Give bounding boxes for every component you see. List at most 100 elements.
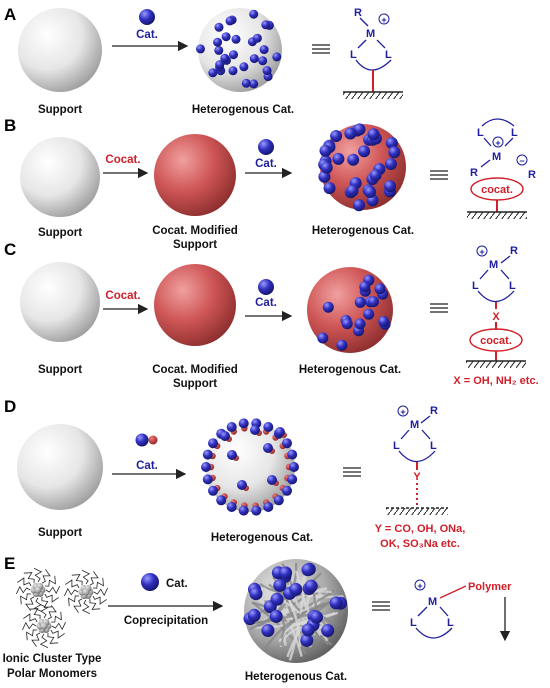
result-label: Heterogenous Cat. xyxy=(211,532,313,544)
anion-charge-icon xyxy=(516,154,528,166)
linker-note-1: Y = CO, OH, ONa, xyxy=(375,523,466,535)
catalyst-sphere-icon xyxy=(258,279,274,295)
result-label: Heterogenous Cat. xyxy=(312,225,414,237)
catalyst-dot xyxy=(238,505,249,516)
catalyst-dot xyxy=(263,502,274,512)
catalyst-dot xyxy=(202,449,213,460)
catalyst-dot xyxy=(201,462,211,472)
catalyst-dot xyxy=(208,68,218,78)
panel-c-letter: C xyxy=(4,240,16,259)
panel-a-letter: A xyxy=(4,5,16,24)
cocat-modified-sphere xyxy=(154,264,236,346)
catalyst-dot xyxy=(228,66,238,76)
cation-charge-icon xyxy=(397,405,409,417)
metal-label: M xyxy=(366,28,375,40)
catalyst-dot xyxy=(322,301,334,313)
ionic-cluster-monomers-icon xyxy=(16,568,108,648)
catalyst-dot xyxy=(251,505,262,516)
modified-label-1: Cocat. Modified xyxy=(152,225,238,237)
catalyst-dot xyxy=(318,170,331,183)
catalyst-dot xyxy=(344,127,357,140)
cation-charge-icon xyxy=(414,579,426,591)
heterogenous-cat-sphere xyxy=(205,422,295,512)
panel-e: E Ionic Cluster Type Polar Monomers Cat.… xyxy=(3,554,513,683)
catalyst-dot xyxy=(323,182,336,195)
result-label: Heterogenous Cat. xyxy=(192,104,294,116)
cat-label: Cat. xyxy=(255,297,277,309)
catalyst-dot xyxy=(282,485,292,496)
monomers-label-2: Polar Monomers xyxy=(7,668,97,680)
catalyst-dot xyxy=(196,44,205,54)
catalyst-dot xyxy=(249,9,259,19)
catalyst-dot xyxy=(369,169,382,182)
catalyst-dot xyxy=(208,438,218,449)
catalyst-dot xyxy=(249,79,259,89)
catalyst-dot xyxy=(374,283,386,295)
catalyst-dots xyxy=(318,123,401,212)
complex-structure-d: + R M L L Y Y = CO, OH, ONa, OK, SO₃Na e… xyxy=(375,405,466,550)
support-sphere xyxy=(17,424,103,510)
panel-e-letter: E xyxy=(4,554,15,573)
cation-charge-icon xyxy=(492,136,504,148)
polymer-label: Polymer xyxy=(468,581,512,593)
catalyst-dot xyxy=(226,422,237,432)
catalyst-dots xyxy=(196,9,282,89)
catalyst-dot xyxy=(261,20,271,30)
cat-label: Cat. xyxy=(136,460,158,472)
catalyst-dot xyxy=(220,431,230,441)
svg-text:M: M xyxy=(489,259,498,271)
process-label: Coprecipitation xyxy=(124,615,208,627)
cocat-label: Cocat. xyxy=(105,154,140,166)
catalyst-dot xyxy=(301,623,315,637)
cocat-modified-sphere xyxy=(154,134,236,216)
cocat-label: Cocat. xyxy=(105,290,140,302)
equivalent-icon xyxy=(343,467,361,477)
catalyst-sphere-icon xyxy=(258,139,274,155)
heterogenous-cat-sphere xyxy=(307,267,393,353)
result-label: Heterogenous Cat. xyxy=(245,671,347,683)
svg-text:L: L xyxy=(472,280,479,292)
catalyst-dot xyxy=(270,592,284,606)
support-sphere xyxy=(20,137,100,217)
catalyst-dot xyxy=(300,633,314,647)
bifunctional-catalyst-icon xyxy=(135,433,158,447)
svg-text:L: L xyxy=(447,617,454,629)
catalyst-dot xyxy=(378,316,390,327)
catalyst-dot xyxy=(384,180,396,193)
catalyst-dot xyxy=(238,418,249,429)
catalyst-dot xyxy=(202,474,213,485)
panel-c: C Support Cocat. Cocat. Modified Support… xyxy=(4,240,539,390)
catalyst-dot xyxy=(289,582,303,596)
catalyst-dot xyxy=(301,563,315,577)
svg-text:+: + xyxy=(417,581,422,591)
support-sphere xyxy=(20,262,100,342)
svg-text:L: L xyxy=(477,127,484,139)
svg-text:R: R xyxy=(510,245,518,257)
r-label: R xyxy=(354,7,362,19)
panel-d: D Support Cat. Heterogenous Cat. + R M L… xyxy=(4,397,465,550)
catalyst-dot xyxy=(273,578,287,592)
svg-text:L: L xyxy=(393,440,400,452)
complex-structure-b: L L + M R − R cocat. xyxy=(467,118,536,219)
equivalent-icon xyxy=(372,601,390,611)
result-label: Heterogenous Cat. xyxy=(299,364,401,376)
catalyst-dot xyxy=(231,34,241,44)
catalyst-dot xyxy=(261,624,275,637)
catalyst-dot xyxy=(249,54,259,64)
catalyst-dot xyxy=(321,624,335,637)
catalyst-dot xyxy=(282,438,292,449)
catalyst-dot xyxy=(384,158,397,170)
complex-structure-c: + R M L L X cocat. X = OH, NH₂ etc. xyxy=(453,245,538,387)
svg-text:L: L xyxy=(350,49,357,61)
catalyst-dot xyxy=(329,596,343,610)
catalyst-dot xyxy=(317,332,329,344)
cat-label: Cat. xyxy=(166,578,188,590)
modified-label-2: Support xyxy=(173,239,217,251)
panel-b-letter: B xyxy=(4,116,16,135)
catalyst-dot xyxy=(364,186,377,198)
support-label: Support xyxy=(38,104,82,116)
catalyst-dot xyxy=(320,161,333,174)
catalyst-dot xyxy=(226,502,237,512)
catalyst-dot xyxy=(310,610,323,624)
